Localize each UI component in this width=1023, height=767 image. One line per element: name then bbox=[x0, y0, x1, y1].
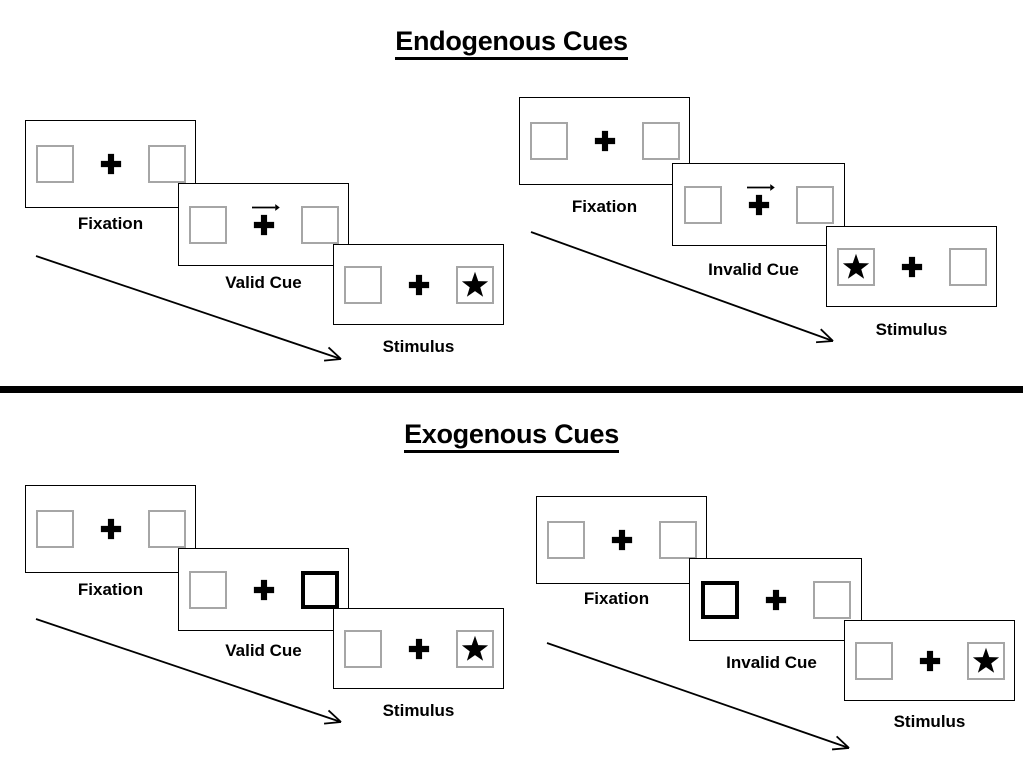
fixation-plus-icon bbox=[765, 589, 786, 610]
frame-label-exogenous-valid-fixation: Fixation bbox=[77, 580, 144, 599]
frame-endogenous-valid-stimulus bbox=[333, 244, 504, 325]
sequence-diagonal-arrow-icon bbox=[546, 642, 850, 751]
frame-label-endogenous-valid-stimulus: Stimulus bbox=[382, 337, 455, 356]
fixation-plus-icon bbox=[748, 194, 769, 215]
right-placeholder-box bbox=[948, 247, 987, 286]
left-placeholder-box bbox=[343, 265, 382, 304]
right-placeholder-box bbox=[658, 521, 697, 559]
fixation-area bbox=[247, 203, 281, 244]
frame-label-endogenous-valid-valid-cue: Valid Cue bbox=[225, 273, 302, 292]
fixation-plus-icon bbox=[253, 579, 274, 600]
frame-endogenous-invalid-invalid-cue bbox=[672, 163, 845, 246]
frame-exogenous-invalid-fixation bbox=[536, 496, 707, 584]
fixation-area bbox=[94, 510, 128, 548]
frame-label-exogenous-valid-valid-cue: Valid Cue bbox=[225, 641, 302, 660]
section-title-text: Endogenous Cues bbox=[395, 26, 628, 60]
fixation-area bbox=[895, 248, 929, 286]
left-placeholder-box bbox=[35, 510, 74, 548]
frame-content bbox=[827, 227, 996, 306]
frame-exogenous-invalid-stimulus bbox=[844, 620, 1015, 701]
left-placeholder-box bbox=[683, 185, 722, 224]
frame-content bbox=[537, 497, 706, 583]
fixation-area bbox=[94, 145, 128, 183]
section-divider bbox=[0, 386, 1023, 393]
target-star-icon bbox=[972, 647, 999, 673]
cue-arrow-right-icon bbox=[746, 183, 775, 191]
right-placeholder-box bbox=[641, 122, 680, 160]
right-placeholder-box bbox=[147, 145, 186, 183]
frame-content bbox=[845, 621, 1014, 700]
target-star-icon bbox=[842, 253, 869, 279]
frame-endogenous-invalid-fixation bbox=[519, 97, 690, 185]
frame-content bbox=[690, 559, 861, 640]
frame-endogenous-invalid-stimulus bbox=[826, 226, 997, 307]
frame-content bbox=[26, 121, 195, 207]
frame-label-endogenous-invalid-fixation: Fixation bbox=[571, 197, 638, 216]
right-placeholder-box bbox=[795, 185, 834, 224]
section-title-endogenous: Endogenous Cues bbox=[0, 26, 1023, 60]
fixation-plus-icon bbox=[594, 130, 615, 152]
right-placeholder-box bbox=[455, 629, 494, 668]
right-placeholder-box bbox=[812, 580, 851, 619]
left-placeholder-box bbox=[188, 570, 227, 609]
left-placeholder-box bbox=[546, 521, 585, 559]
left-placeholder-box-cued bbox=[700, 580, 739, 619]
section-title-text: Exogenous Cues bbox=[404, 419, 619, 453]
frame-label-endogenous-invalid-invalid-cue: Invalid Cue bbox=[708, 260, 799, 279]
fixation-plus-icon bbox=[901, 256, 922, 277]
fixation-area bbox=[742, 183, 776, 224]
frame-content bbox=[334, 609, 503, 688]
target-star-icon bbox=[461, 271, 488, 297]
fixation-area bbox=[402, 630, 436, 668]
fixation-area bbox=[588, 122, 622, 160]
left-placeholder-box bbox=[529, 122, 568, 160]
frame-content bbox=[520, 98, 689, 184]
left-placeholder-box bbox=[836, 247, 875, 286]
right-placeholder-box bbox=[300, 205, 339, 244]
frame-exogenous-invalid-invalid-cue bbox=[689, 558, 862, 641]
target-star-icon bbox=[461, 635, 488, 661]
frame-content bbox=[334, 245, 503, 324]
fixation-plus-icon bbox=[253, 214, 274, 235]
fixation-plus-icon bbox=[100, 518, 121, 540]
fixation-plus-icon bbox=[611, 529, 632, 551]
fixation-plus-icon bbox=[408, 274, 429, 295]
frame-content bbox=[179, 549, 348, 630]
fixation-area bbox=[402, 266, 436, 304]
left-placeholder-box bbox=[343, 629, 382, 668]
fixation-plus-icon bbox=[100, 153, 121, 175]
frame-exogenous-valid-stimulus bbox=[333, 608, 504, 689]
frame-label-exogenous-valid-stimulus: Stimulus bbox=[382, 701, 455, 720]
fixation-area bbox=[759, 581, 793, 619]
frame-exogenous-valid-valid-cue bbox=[178, 548, 349, 631]
frame-exogenous-valid-fixation bbox=[25, 485, 196, 573]
left-placeholder-box bbox=[35, 145, 74, 183]
frame-content bbox=[179, 184, 348, 265]
frame-endogenous-valid-fixation bbox=[25, 120, 196, 208]
frame-label-exogenous-invalid-stimulus: Stimulus bbox=[893, 712, 966, 731]
right-placeholder-box bbox=[966, 641, 1005, 680]
right-placeholder-box bbox=[147, 510, 186, 548]
fixation-area bbox=[605, 521, 639, 559]
right-placeholder-box-cued bbox=[300, 570, 339, 609]
cue-arrow-right-icon bbox=[251, 203, 280, 211]
frame-label-exogenous-invalid-invalid-cue: Invalid Cue bbox=[726, 653, 817, 672]
fixation-plus-icon bbox=[408, 638, 429, 659]
frame-label-endogenous-valid-fixation: Fixation bbox=[77, 214, 144, 233]
left-placeholder-box bbox=[188, 205, 227, 244]
left-placeholder-box bbox=[854, 641, 893, 680]
fixation-area bbox=[247, 571, 281, 609]
frame-content bbox=[673, 164, 844, 245]
right-placeholder-box bbox=[455, 265, 494, 304]
section-title-exogenous: Exogenous Cues bbox=[0, 419, 1023, 453]
fixation-plus-icon bbox=[919, 650, 940, 671]
frame-endogenous-valid-valid-cue bbox=[178, 183, 349, 266]
frame-label-endogenous-invalid-stimulus: Stimulus bbox=[875, 320, 948, 339]
frame-content bbox=[26, 486, 195, 572]
frame-label-exogenous-invalid-fixation: Fixation bbox=[583, 589, 650, 608]
fixation-area bbox=[913, 642, 947, 680]
